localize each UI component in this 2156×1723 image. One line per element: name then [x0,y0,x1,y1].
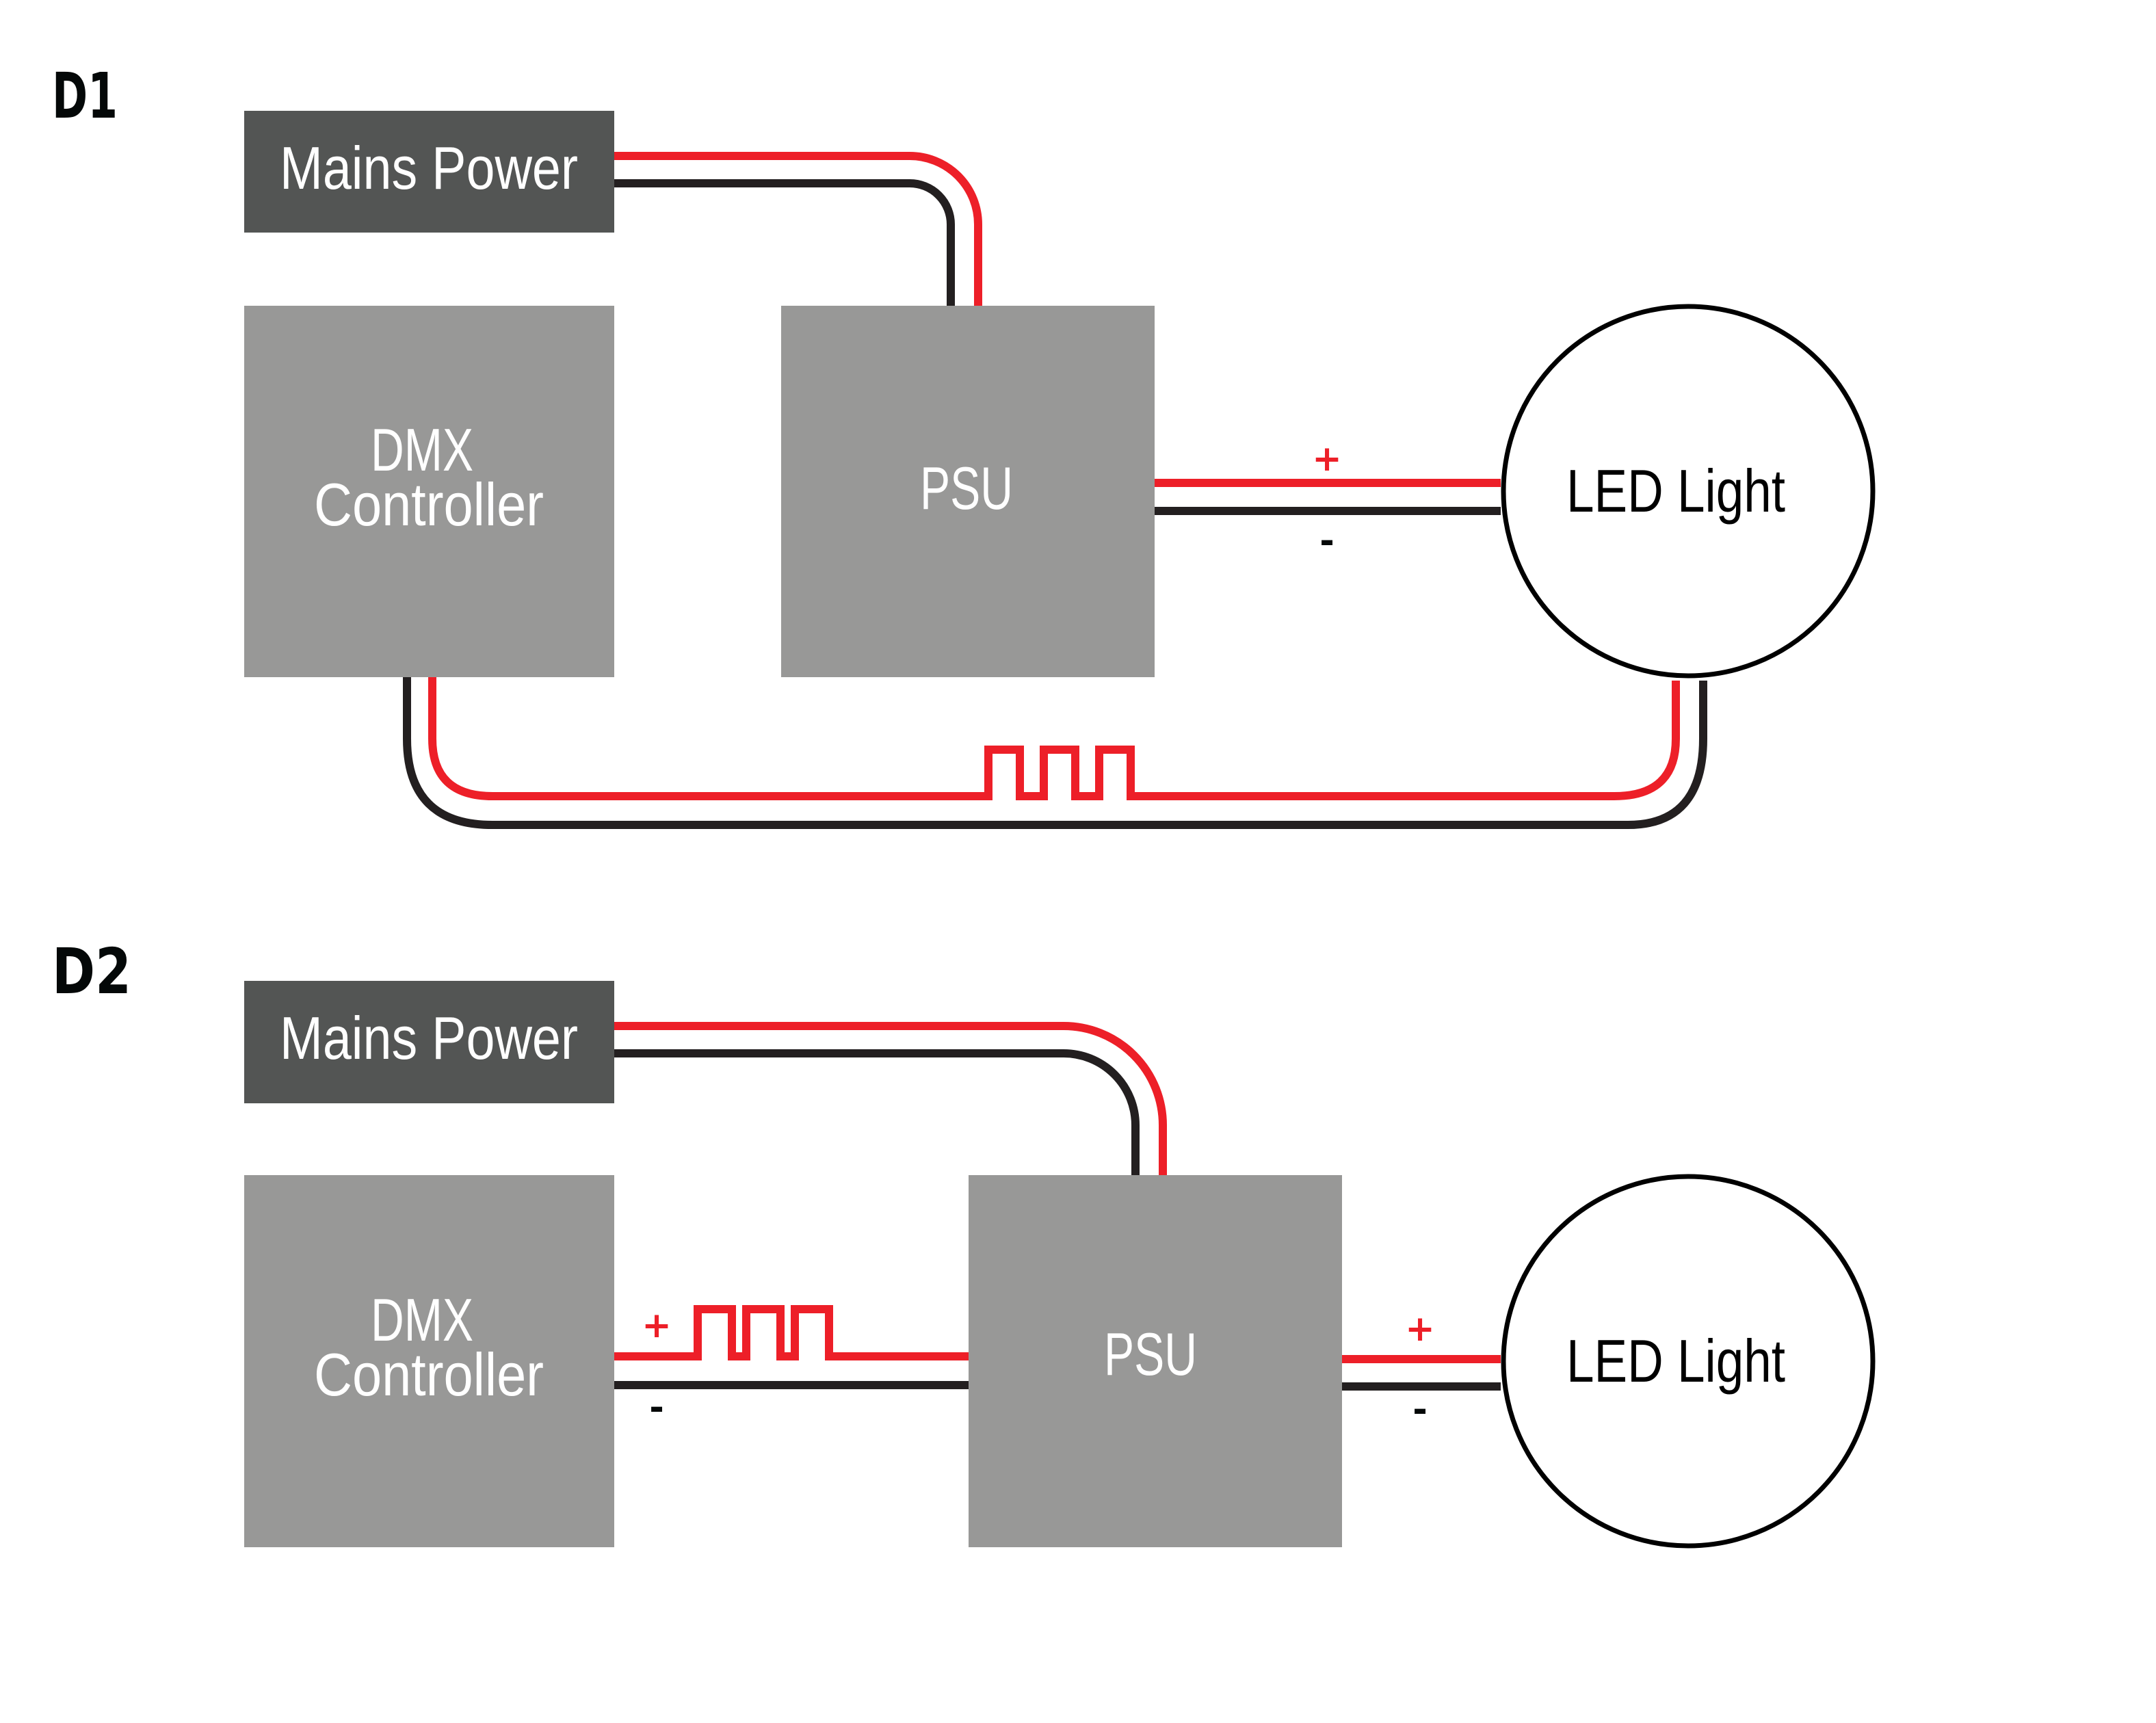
minus-label: - [649,1387,664,1428]
dmx-controller-label-line1: DMX [371,1286,473,1354]
led-light: LED Light [1501,304,1876,679]
dmx-controller-label-line1: DMX [371,416,473,484]
mains-positive-wire [614,1022,1167,1175]
diagram-title-d1: D1 [52,60,118,133]
diagram-d2: D2 + - + - Mains Power DMX Controller PS… [52,935,1876,1549]
psu-label: PSU [920,454,1013,522]
psu-box: PSU [969,1175,1342,1547]
dmx-data-negative-wire [403,677,1707,829]
psu-box: PSU [781,306,1155,677]
dmx-controller-box: DMX Controller [244,1175,614,1547]
mains-positive-wire [614,152,982,306]
plus-label: + [642,1305,672,1346]
mains-power-box: Mains Power [244,981,614,1103]
mains-negative-wire [614,1049,1140,1175]
led-light: LED Light [1501,1174,1876,1549]
dmx-controller-label-line2: Controller [314,1341,544,1408]
plus-label: + [1405,1308,1435,1350]
minus-label: - [1412,1389,1428,1430]
plus-label: + [1312,438,1342,479]
mains-power-label: Mains Power [280,134,578,202]
mains-power-box: Mains Power [244,111,614,233]
psu-label: PSU [1104,1320,1197,1388]
led-light-label: LED Light [1566,1327,1785,1395]
dmx-psu-signal-wire [614,1305,969,1360]
dmx-data-signal-wire [428,677,1680,800]
led-light-label: LED Light [1566,457,1785,525]
diagram-title-d2: D2 [52,935,131,1008]
mains-power-label: Mains Power [280,1004,578,1072]
dmx-controller-box: DMX Controller [244,306,614,677]
mains-negative-wire [614,179,955,306]
dmx-controller-label-line2: Controller [314,471,544,538]
minus-label: - [1319,521,1335,562]
diagram-d1: D1 + - Mains Power DMX Controller PSU LE… [52,60,1876,829]
